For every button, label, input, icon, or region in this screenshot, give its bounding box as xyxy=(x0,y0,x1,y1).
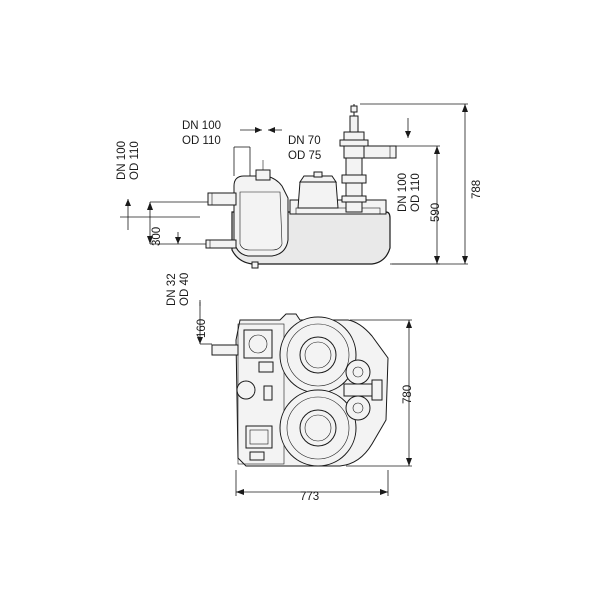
top-view: 160 780 773 xyxy=(196,300,414,503)
label-outlet-dn: DN 100 xyxy=(397,173,409,212)
inlet-pipe-top xyxy=(255,169,271,181)
motor-knob xyxy=(313,171,323,178)
label-dim-780: 780 xyxy=(402,385,414,404)
label-vent-dn: DN 32 xyxy=(166,273,178,306)
fitting-square-top xyxy=(243,329,273,359)
side-view: DN 100 OD 110 DN 70 OD 75 DN 100 OD 110 … xyxy=(116,103,483,306)
base-foot xyxy=(251,261,259,269)
inlet-pipe-left-lower xyxy=(205,239,237,249)
left-chamber xyxy=(233,175,289,257)
label-dim-773: 773 xyxy=(300,491,319,503)
label-dim-590: 590 xyxy=(430,203,442,222)
label-dim-788: 788 xyxy=(471,180,483,199)
label-outlet-od: OD 110 xyxy=(410,173,422,212)
fitting-round xyxy=(236,380,256,400)
label-inlet-top-right-od: OD 75 xyxy=(288,150,321,162)
motor-cap xyxy=(299,175,337,183)
label-inlet-top-center-od: OD 110 xyxy=(182,135,221,147)
label-inlet-top-right-dn: DN 70 xyxy=(288,135,321,147)
outlet-pipe xyxy=(363,145,397,159)
label-dim-160: 160 xyxy=(196,319,208,338)
side-dimension-lines xyxy=(120,103,468,265)
discharge-riser xyxy=(339,104,397,213)
upper-pump-chamber xyxy=(279,316,357,394)
left-chamber-inner xyxy=(239,191,283,251)
inlet-pipe-left-upper xyxy=(207,192,237,206)
label-inlet-top-center-dn: DN 100 xyxy=(182,120,221,132)
fitting-pair xyxy=(258,361,274,373)
top-dimension-lines xyxy=(197,300,412,496)
motor-housing xyxy=(297,181,339,209)
label-dim-300: 300 xyxy=(151,227,163,246)
lower-pump-chamber xyxy=(279,389,357,467)
label-vent-od: OD 40 xyxy=(179,273,191,306)
label-inlet-left-dn: DN 100 xyxy=(116,141,128,180)
label-inlet-left-od: OD 110 xyxy=(129,141,141,180)
valve-assembly xyxy=(343,359,383,421)
top-view-inlet-stub xyxy=(211,344,239,356)
fitting-square-bottom xyxy=(245,425,273,449)
